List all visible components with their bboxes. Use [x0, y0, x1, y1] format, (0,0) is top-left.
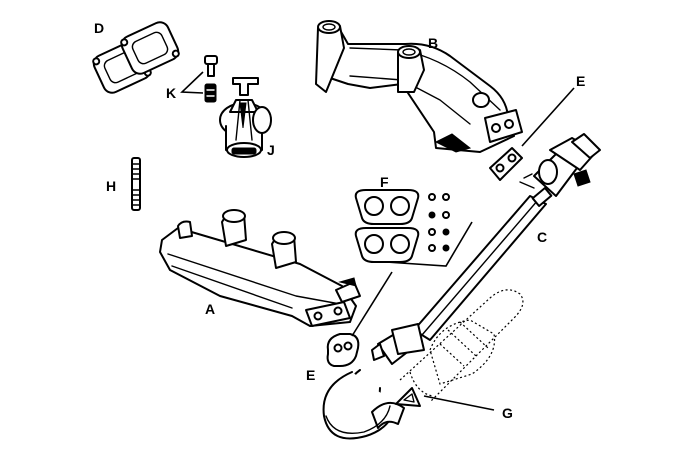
part-b-exhaust-manifold [315, 20, 523, 153]
part-h-stud [131, 157, 141, 211]
label-b: B [428, 35, 438, 51]
part-a-exhaust-manifold [159, 209, 361, 327]
part-f-flange-gaskets [354, 189, 473, 267]
part-c-crossover-pipe [322, 133, 601, 440]
label-h: H [106, 178, 116, 194]
label-e-upper: E [576, 73, 585, 89]
label-k: K [166, 85, 176, 101]
part-e-lower-gasket [326, 271, 393, 367]
label-d: D [94, 20, 104, 36]
part-j-heat-riser-valve [219, 77, 272, 158]
part-e-upper-gasket [489, 87, 575, 181]
part-g-pipe-and-gasket [395, 289, 524, 411]
label-c: C [537, 229, 547, 245]
label-g: G [502, 405, 513, 421]
label-a: A [205, 301, 215, 317]
label-j: J [267, 142, 275, 158]
label-f: F [380, 174, 389, 190]
label-e-lower: E [306, 367, 315, 383]
diagram-labels: D K B E J H F C A E G [94, 20, 585, 421]
part-d-gaskets [92, 21, 180, 94]
part-k-bolt-and-nut [180, 55, 218, 103]
